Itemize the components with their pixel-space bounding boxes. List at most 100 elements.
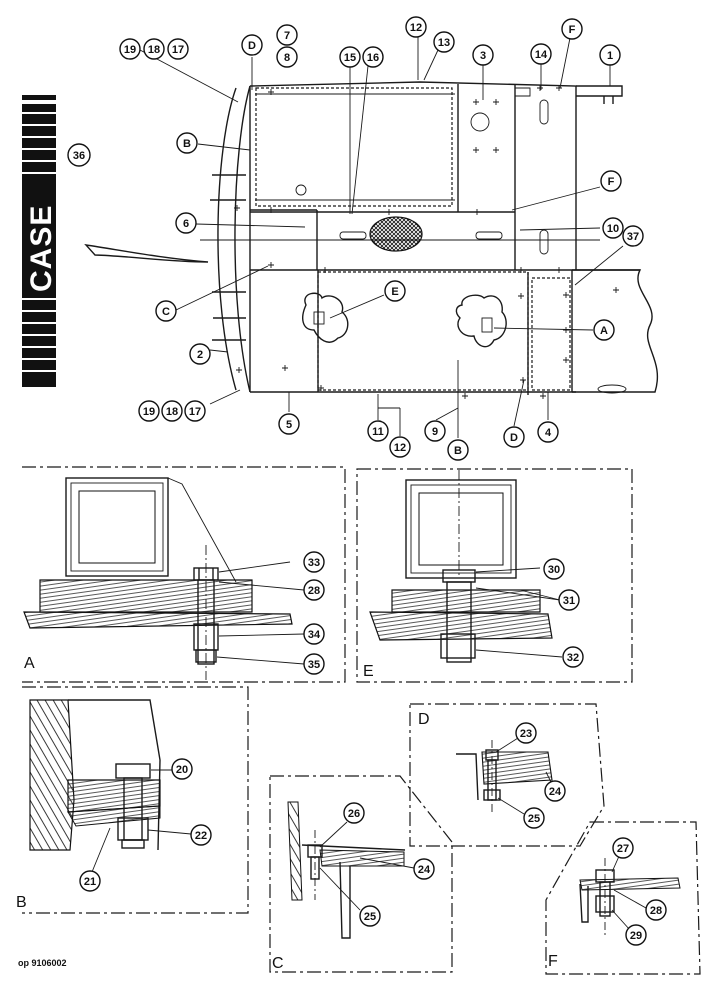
callout-36: 36 xyxy=(67,143,91,167)
callout-8: 8 xyxy=(276,46,298,68)
callout-35: 35 xyxy=(303,653,325,675)
callout-e: E xyxy=(384,280,406,302)
callout-10: 10 xyxy=(602,217,624,239)
callout-14: 14 xyxy=(530,43,552,65)
svg-text:1: 1 xyxy=(607,50,613,62)
callout-28-a: 28 xyxy=(303,579,325,601)
detail-d: D 23 24 25 xyxy=(409,703,605,847)
callout-24-d: 24 xyxy=(544,780,566,802)
callout-15: 15 xyxy=(339,46,361,68)
svg-text:B: B xyxy=(454,445,462,457)
svg-text:22: 22 xyxy=(195,830,207,842)
svg-text:18: 18 xyxy=(148,44,160,56)
svg-text:E: E xyxy=(391,286,398,298)
callout-1: 1 xyxy=(599,44,621,66)
svg-text:6: 6 xyxy=(183,218,189,230)
callout-24-c: 24 xyxy=(413,858,435,880)
svg-text:37: 37 xyxy=(627,231,639,243)
svg-text:16: 16 xyxy=(367,52,379,64)
svg-text:14: 14 xyxy=(535,49,548,61)
callout-25-d: 25 xyxy=(523,807,545,829)
callout-19: 19 xyxy=(119,38,141,60)
detail-f: F 27 28 29 xyxy=(545,821,701,975)
callout-2: 2 xyxy=(189,343,211,365)
svg-text:28: 28 xyxy=(308,585,320,597)
svg-text:C: C xyxy=(162,306,170,318)
detail-a: A 33 28 34 35 xyxy=(22,466,346,683)
svg-text:33: 33 xyxy=(308,557,320,569)
document-reference: op 9106002 xyxy=(18,958,67,968)
svg-text:D: D xyxy=(510,432,518,444)
main-assembly: 19 18 17 D 7 8 12 13 15 16 3 14 F 1 36 B… xyxy=(67,16,659,461)
callout-25-c: 25 xyxy=(359,905,381,927)
svg-text:15: 15 xyxy=(344,52,356,64)
svg-text:2: 2 xyxy=(197,349,203,361)
callout-b-bottom: B xyxy=(447,439,469,461)
svg-text:10: 10 xyxy=(607,223,619,235)
callout-16: 16 xyxy=(362,46,384,68)
svg-text:D: D xyxy=(248,40,256,52)
callout-f-mid: F xyxy=(600,170,622,192)
detail-e-label: E xyxy=(363,663,374,680)
callout-17-bottom: 17 xyxy=(184,400,206,422)
svg-text:34: 34 xyxy=(308,629,321,641)
detail-c: C 26 24 25 xyxy=(269,775,453,973)
svg-text:35: 35 xyxy=(308,659,320,671)
svg-text:11: 11 xyxy=(372,426,384,438)
callout-31: 31 xyxy=(558,589,580,611)
callout-12-bottom: 12 xyxy=(389,436,411,458)
callout-11: 11 xyxy=(367,420,389,442)
callout-20: 20 xyxy=(171,758,193,780)
detail-a-label: A xyxy=(24,655,35,672)
svg-text:24: 24 xyxy=(418,864,431,876)
callout-28-f: 28 xyxy=(645,899,667,921)
callout-29: 29 xyxy=(625,924,647,946)
svg-text:23: 23 xyxy=(520,728,532,740)
svg-text:13: 13 xyxy=(438,37,450,49)
callout-f-top: F xyxy=(561,18,583,40)
detail-b-label: B xyxy=(16,894,27,911)
svg-text:26: 26 xyxy=(348,808,360,820)
svg-text:7: 7 xyxy=(284,30,290,42)
svg-text:28: 28 xyxy=(650,905,662,917)
callout-37: 37 xyxy=(622,225,644,247)
callout-33: 33 xyxy=(303,551,325,573)
svg-text:4: 4 xyxy=(545,427,552,439)
svg-text:29: 29 xyxy=(630,930,642,942)
callout-27: 27 xyxy=(612,837,634,859)
callout-c: C xyxy=(155,300,177,322)
svg-text:31: 31 xyxy=(563,595,575,607)
svg-text:25: 25 xyxy=(364,911,376,923)
callout-5: 5 xyxy=(278,413,300,435)
callout-a: A xyxy=(593,319,615,341)
svg-text:19: 19 xyxy=(143,406,155,418)
callout-26: 26 xyxy=(343,802,365,824)
callout-12-top: 12 xyxy=(405,16,427,38)
svg-text:5: 5 xyxy=(286,419,292,431)
svg-text:3: 3 xyxy=(480,50,486,62)
case-logo: CASE xyxy=(22,95,58,387)
detail-f-label: F xyxy=(548,953,558,970)
callout-18-bottom: 18 xyxy=(161,400,183,422)
svg-text:B: B xyxy=(183,138,191,150)
callout-23: 23 xyxy=(515,722,537,744)
callout-3: 3 xyxy=(472,44,494,66)
callout-b-left: B xyxy=(176,132,198,154)
svg-text:12: 12 xyxy=(394,442,406,454)
svg-text:20: 20 xyxy=(176,764,188,776)
svg-text:27: 27 xyxy=(617,843,629,855)
detail-e: E 30 31 32 xyxy=(356,468,633,683)
svg-text:21: 21 xyxy=(84,876,96,888)
callout-18: 18 xyxy=(143,38,165,60)
callout-13: 13 xyxy=(433,31,455,53)
callout-30: 30 xyxy=(543,558,565,580)
svg-text:18: 18 xyxy=(166,406,178,418)
callout-17: 17 xyxy=(167,38,189,60)
detail-c-label: C xyxy=(272,955,284,972)
callout-9: 9 xyxy=(424,420,446,442)
svg-text:F: F xyxy=(569,24,576,36)
svg-text:9: 9 xyxy=(432,426,438,438)
svg-text:17: 17 xyxy=(189,406,201,418)
detail-b: B 20 22 21 xyxy=(16,686,249,914)
